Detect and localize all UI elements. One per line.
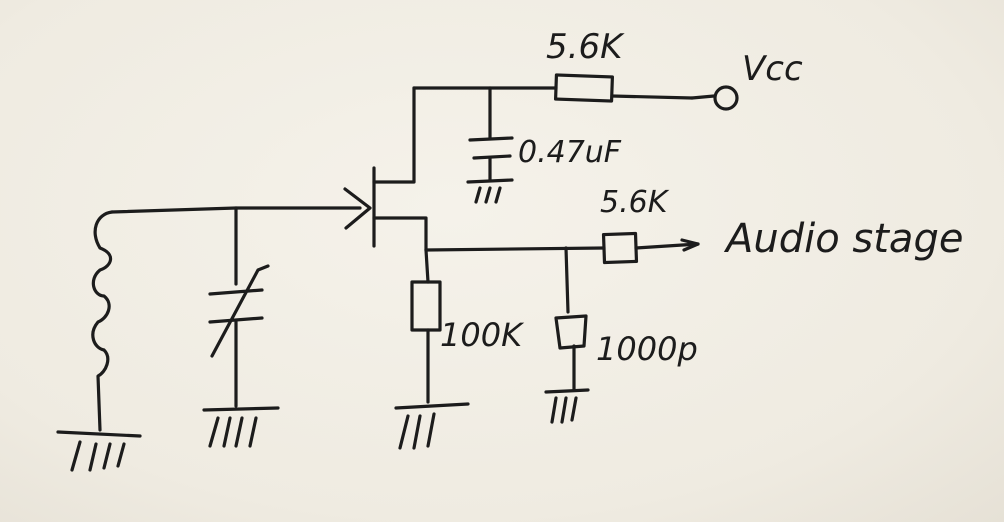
label-r-out: 5.6K xyxy=(600,185,670,220)
label-vcc: Vcc xyxy=(742,49,803,89)
tank-inductor xyxy=(91,210,114,432)
jfet-transistor xyxy=(343,86,428,252)
ground-symbol-variable-capacitor xyxy=(202,406,280,448)
label-audio-stage: Audio stage xyxy=(723,216,963,262)
resistor-source xyxy=(410,248,442,404)
label-r-source: 100K xyxy=(440,316,525,354)
resistor-output xyxy=(601,231,639,265)
decoupling-capacitor xyxy=(468,86,514,182)
label-c-filter: 1000p xyxy=(596,330,698,368)
resistor-vcc xyxy=(553,73,615,103)
variable-capacitor xyxy=(208,206,270,408)
output-arrow xyxy=(680,238,700,252)
supply-wire xyxy=(412,86,694,100)
ground-symbol-filter-capacitor xyxy=(544,388,590,424)
output-wire xyxy=(424,242,700,252)
filter-capacitor xyxy=(554,246,588,392)
label-r-vcc: 5.6K xyxy=(546,27,625,67)
ground-symbol-inductor xyxy=(56,430,142,472)
ground-symbol-decoupling xyxy=(466,178,514,204)
vcc-terminal xyxy=(690,85,739,111)
ground-symbol-source-resistor xyxy=(394,402,470,450)
label-c-decouple: 0.47uF xyxy=(518,135,622,170)
